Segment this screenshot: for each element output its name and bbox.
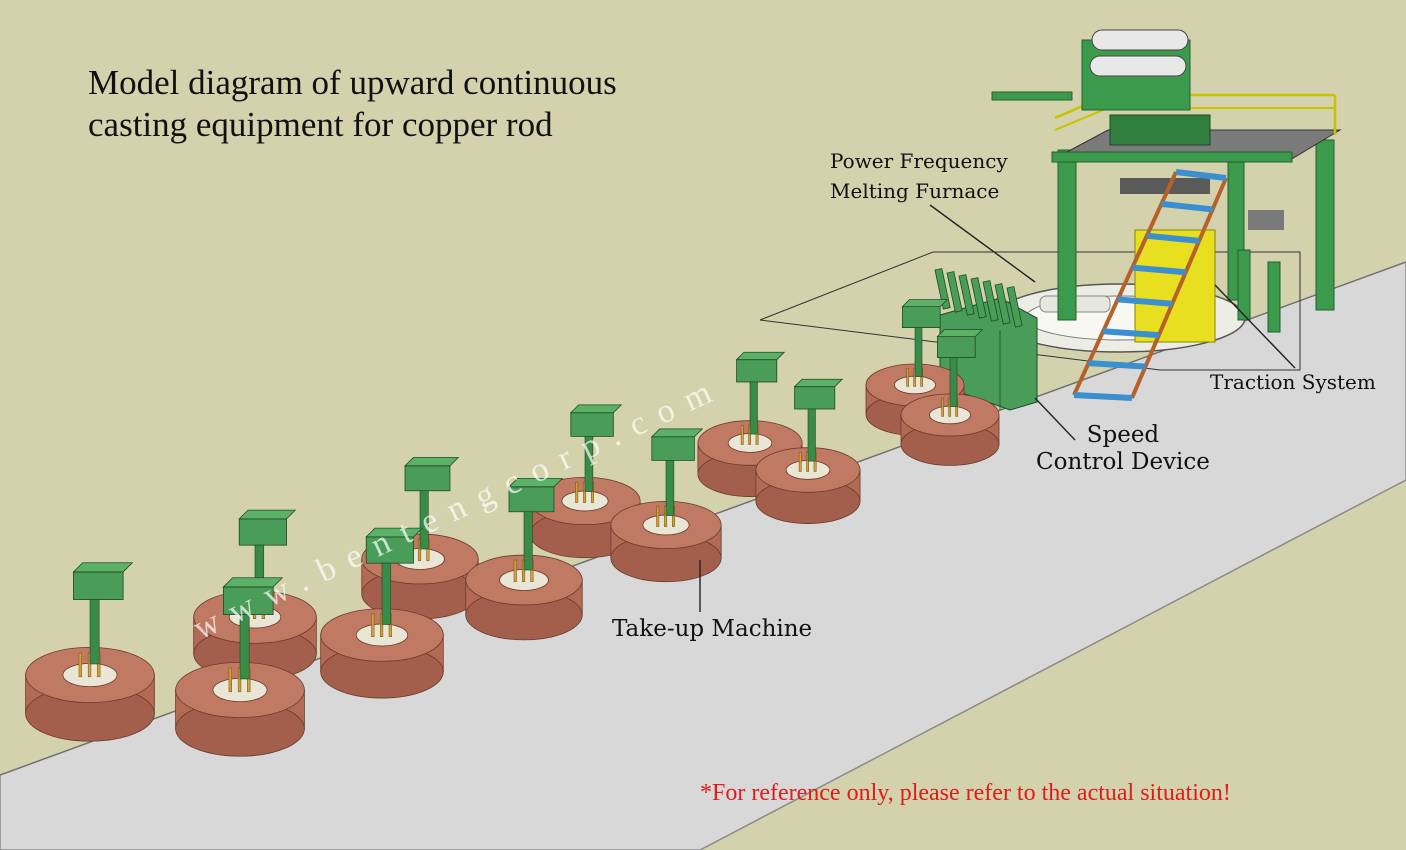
speed-label-line-2: Control Device [1036,449,1210,475]
ladder-step [1088,360,1146,370]
cabinet-lid [650,428,704,438]
cabinet-lid [901,299,949,308]
cabinet-post [239,614,250,680]
copper-rod [522,559,526,582]
cabinet-lid [569,404,623,414]
ladder-step [1102,328,1160,339]
cabinet-post [419,490,429,550]
takeup-unit [175,577,305,757]
speed-duct [994,283,1011,325]
takeup-machine [25,299,1000,757]
ladder-step [1132,264,1186,276]
cabinet-lid [222,577,284,588]
copper-rod [656,505,660,527]
ladder-step [1146,232,1200,244]
speed-label-line-1: Speed [1086,422,1160,448]
cabinet-box [902,306,941,329]
cabinet-box [937,336,976,359]
title-line-2: casting equipment for copper rod [88,105,553,144]
ladder-step [1161,200,1213,213]
copper-rod [78,652,82,678]
takeup-unit [755,378,861,524]
cabinet-box [73,571,124,600]
cabinet-post [89,599,100,665]
copper-rod [906,367,909,387]
copper-rod [575,481,579,503]
cabinet-post [807,408,816,462]
copper-rod [87,652,92,678]
traction-label: Traction System [1210,370,1376,394]
cabinet-post [584,436,594,492]
cabinet-post [381,562,392,625]
takeup-label: Take-up Machine [612,616,813,642]
speed-duct [958,274,975,316]
cabinet-box [404,465,451,492]
furnace-label-line-1: Power Frequency [830,149,1008,173]
cabinet-lid [72,562,134,573]
copper-rod [513,559,517,582]
takeup-unit [25,562,155,742]
furnace-label-line-2: Melting Furnace [830,179,1000,203]
copper-rod [941,397,944,417]
cabinet-post [749,381,758,435]
copper-rod [418,538,422,561]
cabinet-lid [508,478,564,488]
cabinet-post [523,511,533,571]
copper-rod [583,481,587,503]
cabinet-lid [793,378,844,388]
ladder-step [1117,296,1173,307]
speed-control-label: Speed Control Device [1036,422,1210,476]
cabinet-post [665,460,675,516]
page-title: Model diagram of upward continuous casti… [88,62,617,146]
takeup-unit [610,428,722,583]
cabinet-post [914,327,923,377]
ladder-step [1073,392,1133,401]
takeup-unit [465,478,583,641]
furnace-leader [929,204,1036,283]
cabinet-lid [735,351,786,361]
copper-rod [748,424,751,445]
cabinet-lid [365,527,424,538]
speed-duct [1006,286,1023,328]
cabinet-box [238,518,287,546]
copper-rod [913,367,916,387]
speed-duct [970,277,987,319]
copper-rod [806,451,809,472]
copper-rod [379,613,384,638]
copper-rod [798,451,802,472]
access-ladder [1072,169,1228,401]
cabinet-box [794,386,836,410]
furnace-label: Power Frequency Melting Furnace [830,146,1008,206]
cabinet-box [651,436,695,461]
cabinet-lid [936,329,984,338]
copper-rod [664,505,668,527]
copper-rod [740,424,744,445]
title-line-1: Model diagram of upward continuous [88,63,617,102]
takeup-unit [320,527,444,699]
copper-rod [228,667,232,693]
speed-duct [934,268,951,310]
ladder-step [1175,169,1227,181]
cabinet-box [223,586,274,615]
traction-system [991,29,1342,343]
takeup-unit [900,329,1000,466]
leader-lines [699,204,1296,612]
cabinet-lid [238,509,297,520]
speed-duct [982,280,999,322]
cabinet-box [365,536,414,564]
speed-control-device [934,268,1038,411]
speed-leader [1034,397,1076,441]
cabinet-post [949,357,958,407]
speed-duct [946,271,963,313]
copper-rod [948,397,951,417]
disclaimer-note: *For reference only, please refer to the… [700,780,1231,806]
copper-rod [371,613,375,638]
cabinet-box [736,359,778,383]
cabinet-lid [404,457,460,467]
traction-leader [1214,284,1296,369]
copper-rod [237,667,242,693]
